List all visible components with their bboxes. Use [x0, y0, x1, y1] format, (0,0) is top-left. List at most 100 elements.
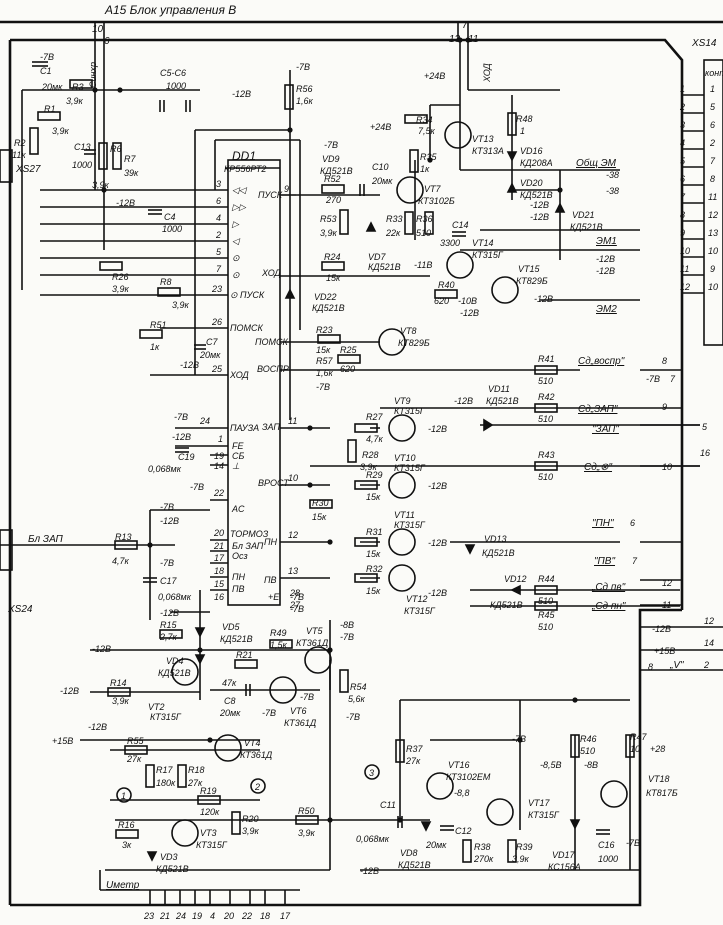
v-r14-minus12: -12В	[60, 686, 79, 696]
val-c16: 1000	[598, 854, 618, 864]
net-obshch-em: Общ ЭМ	[576, 157, 617, 169]
part-vt4: КТ361Д	[240, 750, 273, 760]
lbl-vd8: VD8	[400, 848, 418, 858]
lbl-r40: R40	[438, 280, 455, 290]
lbl-r46: R46	[580, 734, 597, 744]
v-vt2-minus12: -12В	[88, 722, 107, 732]
lbl-vt2: VT2	[148, 702, 165, 712]
xs14-r1: 1	[710, 84, 715, 94]
lbl-vt13: VT13	[472, 134, 494, 144]
lbl-c17: C17	[160, 576, 178, 586]
lbl-r26: R26	[112, 272, 129, 282]
lbl-c7: C7	[206, 337, 218, 347]
val-r16: 3к	[122, 840, 132, 850]
chip-right-pins: 9 11 10 12 13 28 27	[280, 184, 330, 610]
part-vd17: КС156А	[548, 862, 581, 872]
v-minus88: -8,8	[454, 788, 470, 798]
lbl-c12: C12	[455, 826, 472, 836]
val-r19: 120к	[200, 807, 220, 817]
xs14-l10: 10	[680, 246, 690, 256]
chip-pin-26: 26	[211, 317, 222, 327]
capacitor-plates	[32, 61, 610, 835]
test-points: 1 2 3	[116, 764, 380, 803]
rt-8b: 8	[648, 662, 653, 672]
lbl-r23: R23	[316, 325, 333, 335]
val-c11: 0,068мк	[356, 834, 390, 844]
val-c10: 20мк	[371, 176, 393, 186]
chip-out-vrost: ВРОСТ	[258, 478, 290, 488]
val-r32: 15к	[366, 586, 381, 596]
lbl-vd5: VD5	[222, 622, 241, 632]
lbl-r24: R24	[324, 252, 341, 262]
v-c17-minus7: -7В	[160, 558, 174, 568]
lbl-r3: R3	[72, 82, 84, 92]
chip-sym-3: ◁◁	[232, 185, 248, 195]
chip-misc-pins: 24 ПАУЗА 1 FE 19 СБ 14 ⊥ 22 AC ТОРМОЗ 20…	[175, 416, 280, 602]
lbl-vt11: VT11	[394, 510, 415, 520]
xs14-l12: 12	[680, 282, 690, 292]
v-ac-minus7: -7В	[160, 502, 174, 512]
lbl-vt17: VT17	[528, 798, 551, 808]
chip-sym-23: ⊙ ПУСК	[230, 290, 265, 300]
bp-24: 24	[175, 911, 186, 921]
tp-3: 3	[369, 768, 374, 778]
chip-lbl-pn: ПН	[232, 572, 246, 582]
xs14-l8: 8	[680, 210, 685, 220]
diode-symbols	[146, 151, 581, 862]
chip-lbl-gnd: ⊥	[232, 461, 240, 471]
lbl-vd16: VD16	[520, 146, 543, 156]
xs14-r9: 13	[708, 228, 718, 238]
v-vt15-out: -12В	[534, 294, 553, 304]
net-pv: "ПВ"	[594, 556, 615, 567]
chip-out-zap: ЗАП	[262, 422, 280, 432]
val-r41: 510	[538, 376, 553, 386]
v-plus28: +28	[650, 744, 665, 754]
chip-lbl-pv: ПВ	[232, 584, 245, 594]
xs14-l5: 5	[680, 156, 686, 166]
chip-pin-3: 3	[216, 179, 221, 189]
xs14-r4: 2	[709, 138, 715, 148]
chip-mpin-17: 17	[214, 553, 225, 563]
chip-rpin-12: 12	[288, 530, 298, 540]
bp-22: 22	[241, 911, 252, 921]
chip-lbl-pauza: ПАУЗА	[230, 423, 259, 433]
tp-2: 2	[254, 782, 260, 792]
chip-rpin-28: 28	[289, 588, 300, 598]
v-right-plus15: +15В	[654, 646, 675, 656]
chip-mpin-18: 18	[214, 566, 224, 576]
chip-pin-5: 5	[216, 247, 222, 257]
lbl-vd20: VD20	[520, 178, 543, 188]
lbl-r13: R13	[115, 532, 132, 542]
val-r45: 510	[538, 622, 553, 632]
v-plus24b: +24В	[370, 122, 391, 132]
bp-23: 23	[143, 911, 154, 921]
v-minus12-vd20b: -12В	[530, 212, 549, 222]
v-top-minus12: -12В	[232, 89, 251, 99]
v-minus38a: -38	[606, 170, 619, 180]
lbl-c1: C1	[40, 66, 52, 76]
part-vd21: КД521В	[570, 222, 603, 232]
lbl-c19: C19	[178, 452, 195, 462]
val-r36: 510	[416, 228, 431, 238]
xs14-l7: 7	[680, 192, 686, 202]
val-r13: 4,7к	[112, 556, 130, 566]
val-r46: 510	[580, 746, 595, 756]
net-zap: "ЗАП"	[592, 424, 619, 435]
val-r20: 3,9к	[242, 826, 260, 836]
rt-9: 9	[662, 402, 667, 412]
board-outline	[0, 20, 723, 907]
lbl-c16: C16	[598, 840, 615, 850]
lbl-r31: R31	[366, 527, 383, 537]
val-r2: 11к	[12, 150, 26, 160]
rt-2: 2	[703, 660, 709, 670]
part-vt13: КТ313А	[472, 146, 504, 156]
lbl-vd7: VD7	[368, 252, 387, 262]
v-pv-minus7b: -7В	[290, 604, 304, 614]
v-vt11-out: -12В	[428, 538, 447, 548]
connector-xs24: XS24	[0, 529, 33, 615]
part-vd20: КД521В	[520, 190, 553, 200]
chip-lbl-fe: FE	[232, 441, 244, 451]
xs14-right-numbers: 1 5 6 2 7 8 11 12 13 10 9 10	[708, 84, 718, 292]
v-minus88b: -8В	[584, 760, 598, 770]
